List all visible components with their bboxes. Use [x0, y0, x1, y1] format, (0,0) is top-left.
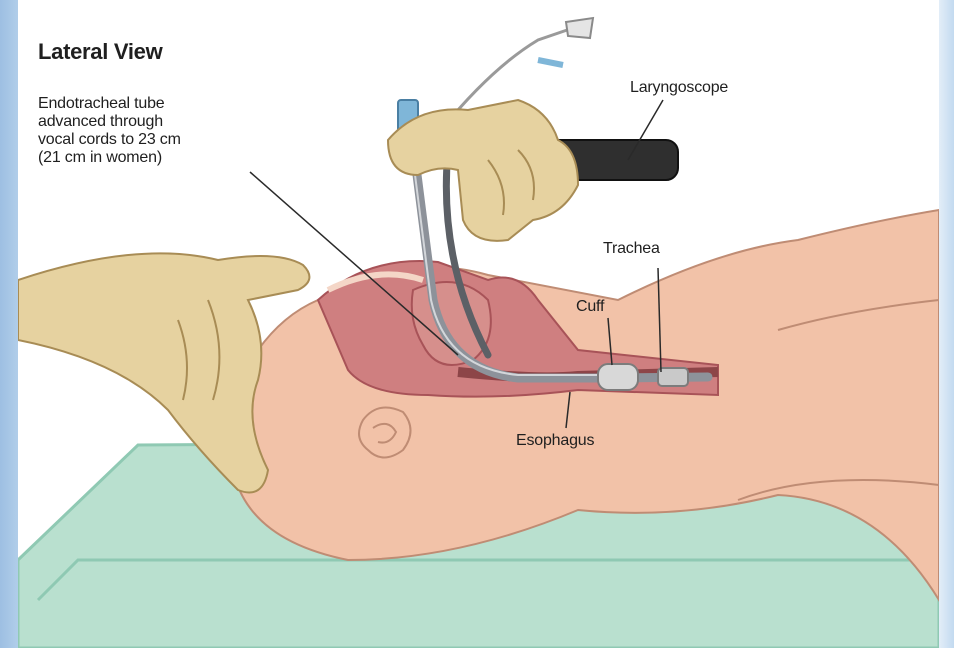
label-laryngoscope: Laryngoscope — [630, 79, 728, 97]
label-endotracheal-line2: advanced through — [38, 113, 163, 131]
label-endotracheal-line1: Endotracheal tube — [38, 95, 164, 113]
pilot-balloon — [566, 18, 593, 38]
diagram-panel: Lateral View Endotracheal tube advanced … — [18, 0, 939, 648]
ear — [359, 408, 411, 458]
label-esophagus: Esophagus — [516, 432, 594, 450]
label-trachea: Trachea — [603, 240, 660, 258]
label-cuff: Cuff — [576, 298, 604, 316]
glove-hand-right — [388, 100, 578, 241]
label-endotracheal-line4: (21 cm in women) — [38, 149, 162, 167]
tube-tip — [658, 368, 688, 386]
tube-cuff — [598, 364, 638, 390]
diagram-title: Lateral View — [38, 40, 162, 64]
pilot-valve — [538, 60, 563, 65]
label-endotracheal-line3: vocal cords to 23 cm — [38, 131, 181, 149]
